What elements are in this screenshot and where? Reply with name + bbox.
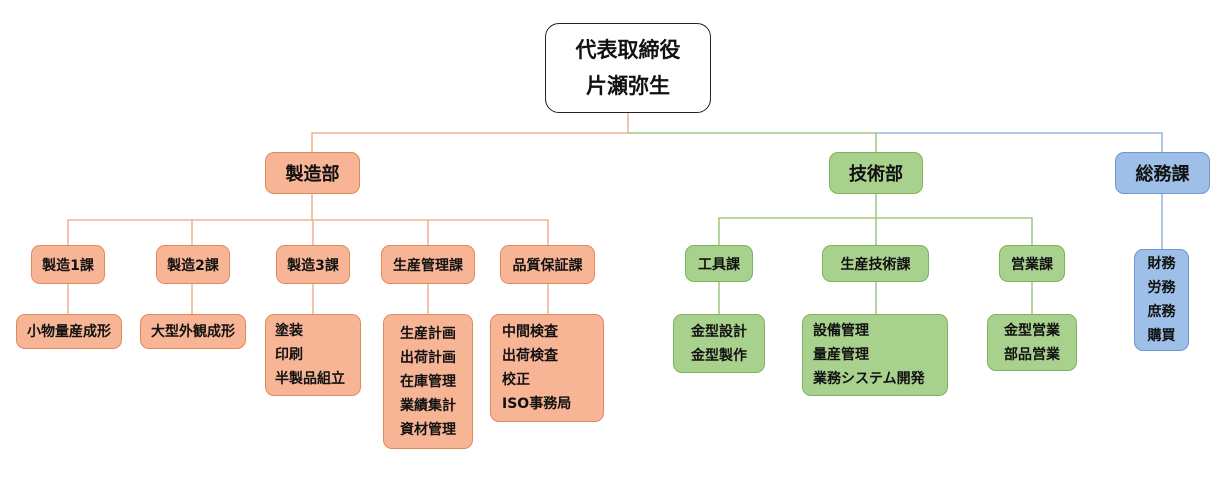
technology-connectors (718, 194, 1033, 314)
task-item: 業績集計 (400, 397, 456, 414)
task-item: 在庫管理 (400, 373, 456, 390)
ceo-name: 片瀬弥生 (586, 74, 670, 98)
task-item: 中間検査 (502, 324, 558, 340)
task-item: 出荷計画 (400, 349, 456, 366)
ceo-to-technology-line (628, 132, 877, 152)
task-item: 小物量産成形 (27, 323, 111, 340)
section-tooling: 工具課 (685, 245, 753, 282)
ceo-to-manufacturing-line (311, 132, 628, 152)
task-item: 金型設計 (691, 323, 747, 340)
dept-manufacturing: 製造部 (265, 152, 360, 194)
tasks-general-affairs: 財務 労務 庶務 購買 (1134, 249, 1189, 351)
task-item: 庶務 (1147, 304, 1176, 320)
task-item: 印刷 (275, 347, 303, 363)
tasks-tooling: 金型設計 金型製作 (673, 314, 765, 373)
task-item: 半製品組立 (275, 371, 345, 387)
tasks-quality-assurance: 中間検査 出荷検査 校正 ISO事務局 (490, 314, 604, 422)
section-manufacturing-3: 製造3課 (276, 245, 350, 284)
task-item: 購買 (1147, 328, 1176, 344)
task-item: 設備管理 (813, 323, 869, 339)
task-item: 金型営業 (1004, 322, 1060, 339)
tasks-production-control: 生産計画 出荷計画 在庫管理 業績集計 資材管理 (383, 314, 473, 449)
task-item: 大型外観成形 (151, 323, 235, 340)
task-item: 部品営業 (1004, 346, 1060, 363)
task-item: 生産計画 (400, 325, 456, 342)
task-item: 金型製作 (691, 347, 747, 364)
task-item: 量産管理 (813, 347, 869, 363)
ceo-to-general-affairs-line (876, 132, 1163, 152)
section-manufacturing-1: 製造1課 (31, 245, 105, 284)
ceo-title: 代表取締役 (575, 38, 681, 62)
ceo-box: 代表取締役 片瀬弥生 (545, 23, 711, 113)
section-manufacturing-2: 製造2課 (156, 245, 230, 284)
task-item: 財務 (1147, 256, 1176, 272)
tasks-manufacturing-2: 大型外観成形 (140, 314, 246, 349)
manufacturing-connectors (67, 194, 549, 314)
tasks-sales: 金型営業 部品営業 (987, 314, 1077, 371)
task-item: 出荷検査 (502, 348, 558, 364)
tasks-manufacturing-3: 塗装 印刷 半製品組立 (265, 314, 361, 396)
task-item: 塗装 (275, 323, 303, 339)
task-item: 業務システム開発 (813, 371, 925, 387)
dept-technology: 技術部 (829, 152, 923, 194)
task-item: 校正 (502, 372, 530, 388)
task-item: 資材管理 (400, 421, 456, 438)
task-item: 労務 (1147, 280, 1176, 296)
task-item: ISO事務局 (502, 396, 572, 412)
tasks-manufacturing-1: 小物量産成形 (16, 314, 122, 349)
section-production-engineering: 生産技術課 (822, 245, 929, 282)
tasks-production-engineering: 設備管理 量産管理 業務システム開発 (802, 314, 948, 396)
dept-general-affairs: 総務課 (1115, 152, 1210, 194)
section-production-control: 生産管理課 (381, 245, 475, 284)
section-quality-assurance: 品質保証課 (500, 245, 595, 284)
section-sales: 営業課 (999, 245, 1065, 282)
